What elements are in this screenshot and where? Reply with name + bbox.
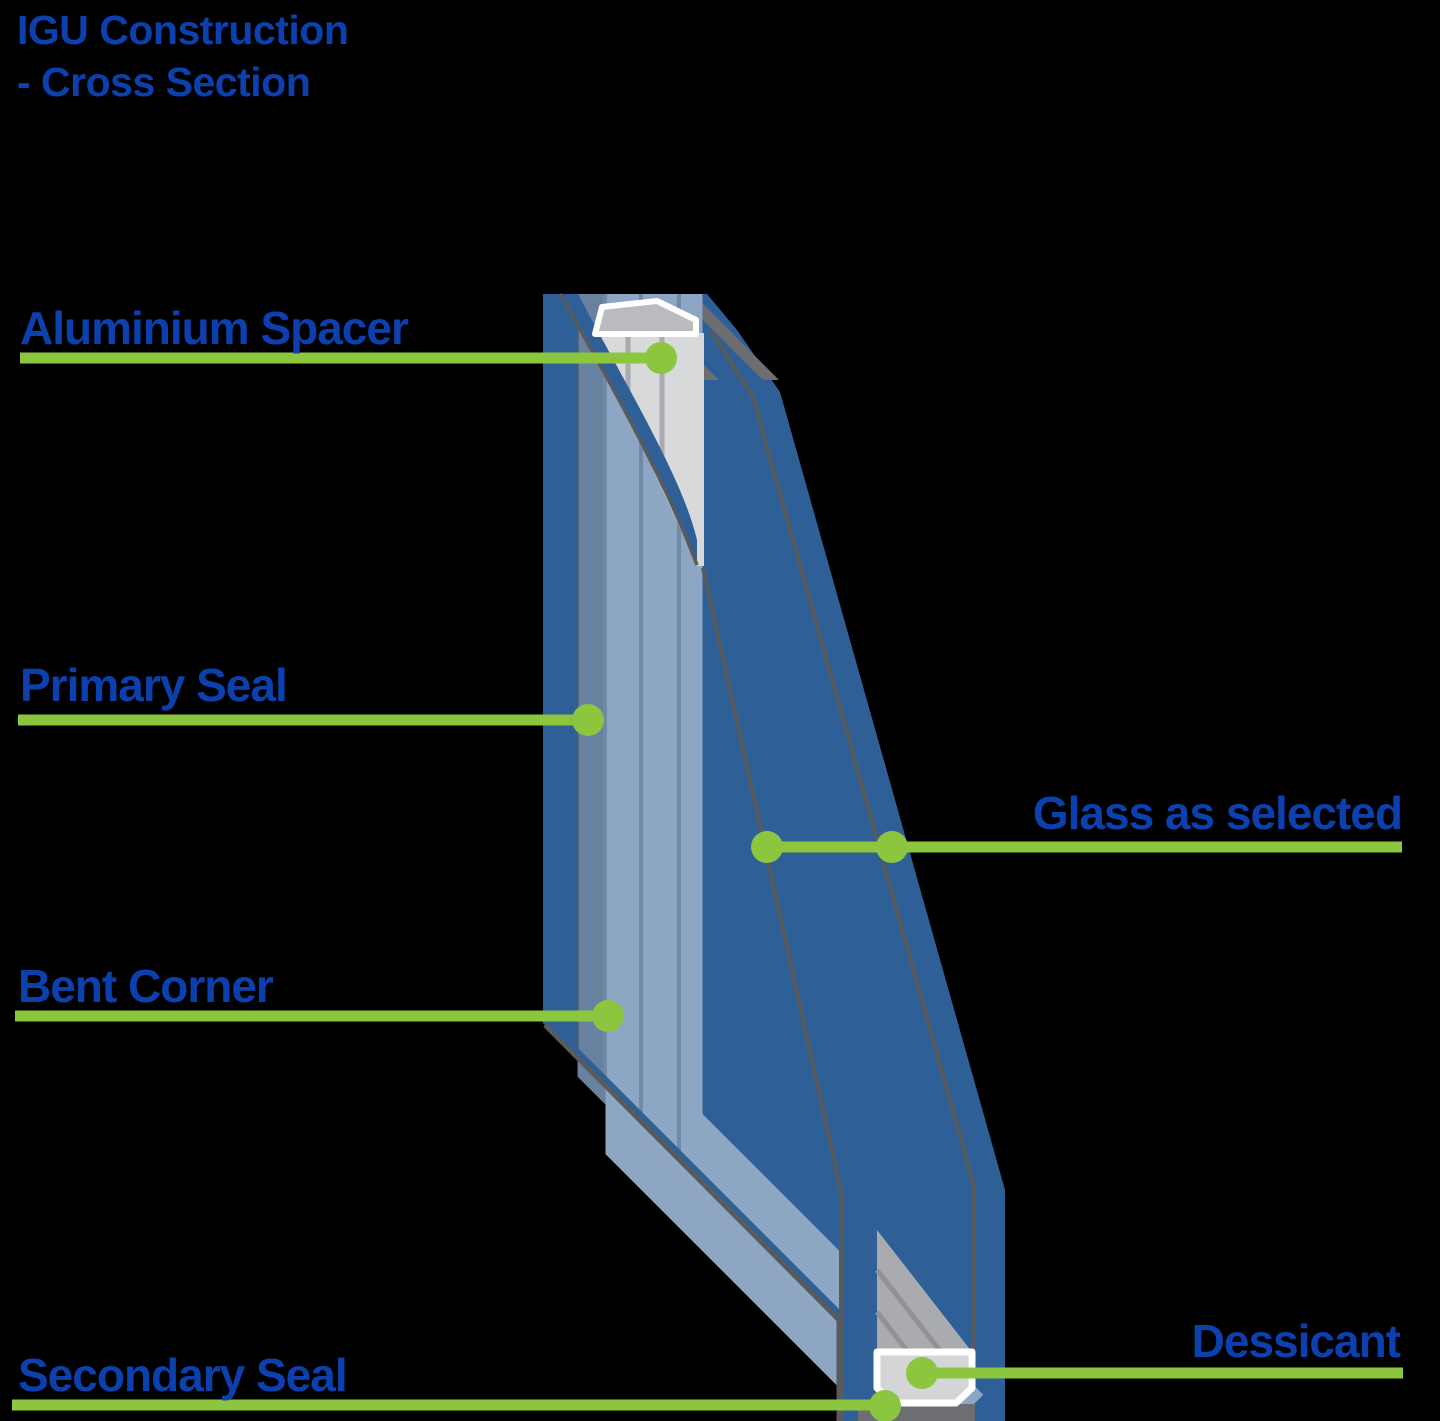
label-dessicant: Dessicant [1191,1315,1401,1367]
page-title-line1: IGU Construction [17,7,349,53]
label-bent-corner: Bent Corner [18,960,274,1012]
label-secondary-seal: Secondary Seal [18,1349,348,1401]
callout-dot [869,1390,901,1421]
page-title-line2: - Cross Section [17,59,311,105]
bottom-spacer-wedge [877,1230,972,1352]
callout-dot [876,831,908,863]
wedge-ridge-1 [875,1268,943,1354]
callout-aluminium-spacer [20,342,677,374]
page-title: IGU Construction - Cross Section [17,4,349,108]
wedge-ridge-2 [875,1310,910,1354]
aluminium-spacer-face-edge [697,333,704,566]
callout-primary-seal [18,704,604,736]
callout-secondary-seal [12,1390,901,1421]
callout-dot [906,1357,938,1389]
callout-dot [751,831,783,863]
label-primary-seal: Primary Seal [20,659,288,711]
callout-dot [592,1000,624,1032]
callout-dessicant [906,1357,1403,1389]
bottom-left-edge-outline [543,1023,842,1421]
back-pane-face-outline [709,329,976,1352]
front-pane-bottom-column [842,1187,877,1421]
callout-glass-as-selected [751,831,1402,863]
callout-bent-corner [15,1000,624,1032]
aluminium-spacer-top [592,298,699,337]
callout-dot [572,704,604,736]
front-pane-edge-band [543,294,872,1421]
callout-dot [645,342,677,374]
front-pane-top-edge-outline [558,293,699,566]
label-glass-as-selected: Glass as selected [1032,787,1403,839]
label-aluminium-spacer: Aluminium Spacer [20,302,409,354]
